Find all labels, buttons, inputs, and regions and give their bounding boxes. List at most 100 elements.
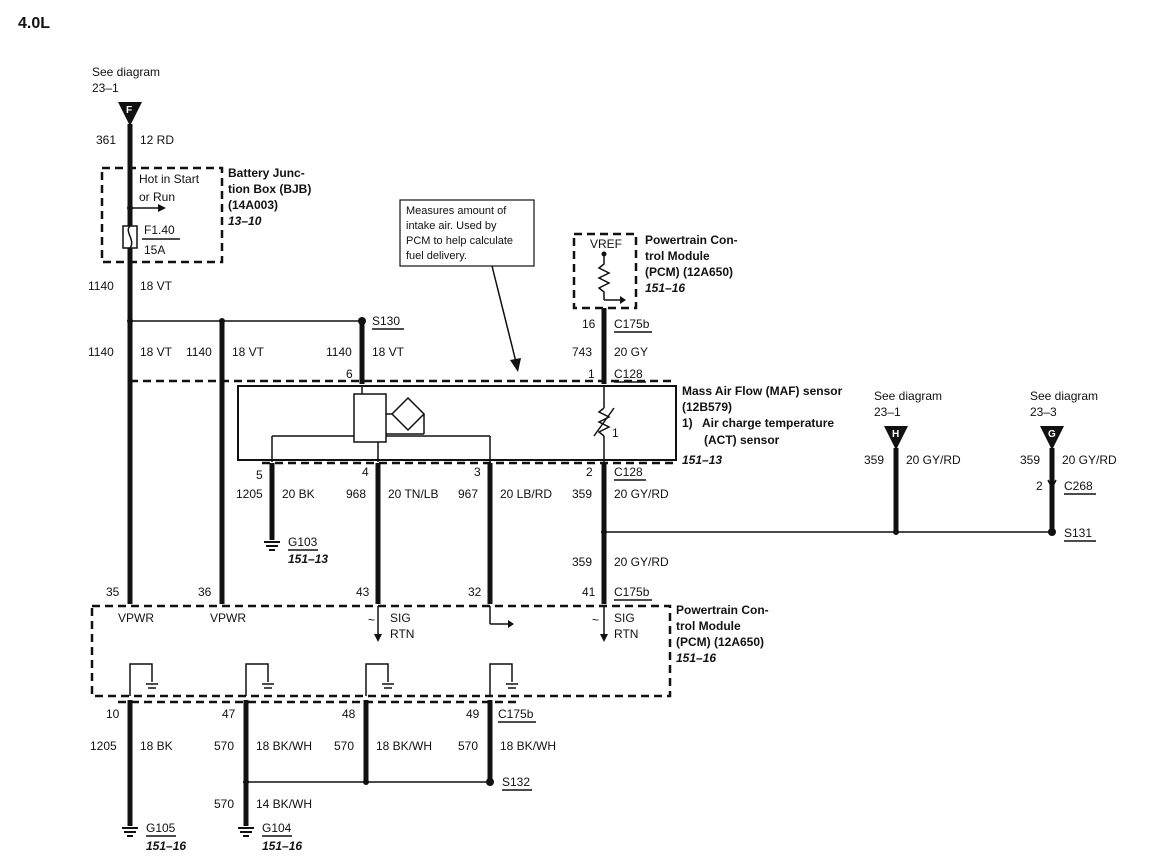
bjb-name-4: 13–10: [228, 214, 262, 228]
wire-1140-circuit-a: 1140: [88, 279, 114, 293]
wire-570-d-circuit: 570: [214, 797, 234, 811]
pcm-pin32-ground-icon: [508, 620, 514, 628]
see-diagram-top-ref: 23–1: [92, 81, 119, 95]
pcm-bottom-name-4: 151–16: [676, 651, 716, 665]
maf-sensor-box: [237, 385, 677, 461]
maf-name-1: Mass Air Flow (MAF) sensor: [682, 384, 843, 398]
g103-ground-icon: [264, 541, 280, 551]
pcm-sig-b: SIG: [614, 611, 635, 625]
pin-5: 5: [256, 468, 263, 482]
maf-name-4: Air charge temperature: [702, 416, 834, 430]
annotation-arrow-icon: [510, 358, 521, 372]
s132-node-c: [486, 778, 494, 786]
pcm-top-name-4: 151–16: [645, 281, 685, 295]
vref-node: [601, 251, 607, 257]
g105-ground-icon: [122, 827, 138, 837]
pcm-bottom-box: [90, 604, 672, 698]
wire-1140-color-a: 18 VT: [140, 279, 173, 293]
pcm-sig-a: SIG: [390, 611, 411, 625]
wire-1140-circuit-c: 1140: [186, 345, 212, 359]
maf-element: [353, 393, 387, 443]
connector-g-letter: G: [1048, 429, 1056, 440]
wire-1140-circuit-b: 1140: [88, 345, 114, 359]
act-resistor-icon: [597, 407, 611, 437]
pcm-top-name-1: Powertrain Con-: [645, 233, 738, 247]
annotation-line-3: PCM to help calculate: [406, 235, 513, 247]
bjb-name-3: (14A003): [228, 198, 278, 212]
wire-1205-pcm-color: 18 BK: [140, 739, 173, 753]
pin-6: 6: [346, 367, 353, 381]
g104-label: G104: [262, 821, 292, 835]
see-diagram-top: See diagram: [92, 65, 160, 79]
connector-h-letter: H: [892, 429, 899, 440]
wire-570-c-color: 18 BK/WH: [500, 739, 556, 753]
pin-49: 49: [466, 707, 480, 721]
c268-connector-icon: [1047, 479, 1057, 490]
pin-4: 4: [362, 465, 369, 479]
s130-label: S130: [372, 314, 400, 328]
bjb-name-1: Battery Junc-: [228, 166, 305, 180]
wire-361-circuit: 361: [96, 133, 116, 147]
annotation-line-1: Measures amount of: [406, 205, 507, 217]
pcm-vpwr-a: VPWR: [118, 611, 154, 625]
pin-3: 3: [474, 465, 481, 479]
pcm-ground-3-icon: [365, 663, 394, 696]
wire-570-b-color: 18 BK/WH: [376, 739, 432, 753]
vref-resistor-icon: [597, 256, 611, 300]
bjb-hot2: or Run: [139, 190, 175, 204]
s132-node-a: [243, 779, 249, 785]
wire-743-circuit: 743: [572, 345, 592, 359]
wire-359-h-circuit: 359: [864, 453, 884, 467]
wire-1140-circuit-d: 1140: [326, 345, 352, 359]
diagram-title: 4.0L: [18, 15, 50, 32]
c268-label: C268: [1064, 479, 1093, 493]
pin-41: 41: [582, 585, 596, 599]
connector-f-letter: F: [126, 105, 132, 116]
c128-bottom: C128: [614, 465, 643, 479]
pcm-ground-1-icon: [129, 663, 158, 696]
wire-967-circuit: 967: [458, 487, 478, 501]
wire-570-b-circuit: 570: [334, 739, 354, 753]
wire-1140-color-c: 18 VT: [232, 345, 265, 359]
bjb-box: [100, 166, 224, 264]
connector-h-icon: [884, 426, 908, 450]
pin-2: 2: [586, 465, 593, 479]
pin-2-c268: 2: [1036, 479, 1043, 493]
wire-359-color-a: 20 GY/RD: [614, 487, 669, 501]
annotation-box: [399, 199, 535, 267]
wire-743-color: 20 GY: [614, 345, 648, 359]
pcm-tilde-a: ~: [368, 613, 375, 627]
maf-bridge-icon: [390, 396, 426, 432]
wire-570-c-circuit: 570: [458, 739, 478, 753]
vref-ground-icon: [620, 296, 626, 304]
g105-ref: 151–16: [146, 839, 186, 853]
wire-968-circuit: 968: [346, 487, 366, 501]
connector-f-icon: [118, 102, 142, 126]
wire-1205-pcm-circuit: 1205: [90, 739, 117, 753]
pcm-top-name-2: trol Module: [645, 249, 710, 263]
pin-10: 10: [106, 707, 120, 721]
wire-967-color: 20 LB/RD: [500, 487, 552, 501]
g103-label: G103: [288, 535, 318, 549]
pin-43: 43: [356, 585, 370, 599]
annotation-line-2: intake air. Used by: [406, 220, 497, 232]
wire-359-circuit-b: 359: [572, 555, 592, 569]
pcm-rtn-a: RTN: [390, 627, 414, 641]
see-diagram-h: See diagram: [874, 389, 942, 403]
pcm-rtn-b-arrow: [600, 634, 608, 642]
wire-1140-color-b: 18 VT: [140, 345, 173, 359]
fuse-element: [127, 225, 133, 249]
c175b-top: C175b: [614, 317, 650, 331]
maf-name-6: 151–13: [682, 453, 722, 467]
pcm-ground-2-icon: [245, 663, 274, 696]
pcm-bottom-name-1: Powertrain Con-: [676, 603, 769, 617]
pcm-bottom-name-3: (PCM) (12A650): [676, 635, 764, 649]
wire-1140-color-d: 18 VT: [372, 345, 405, 359]
pin-16: 16: [582, 317, 596, 331]
pcm-bottom-name-2: trol Module: [676, 619, 741, 633]
wire-359-circuit-a: 359: [572, 487, 592, 501]
pin-36: 36: [198, 585, 212, 599]
pcm-vpwr-b: VPWR: [210, 611, 246, 625]
g104-ref: 151–16: [262, 839, 302, 853]
